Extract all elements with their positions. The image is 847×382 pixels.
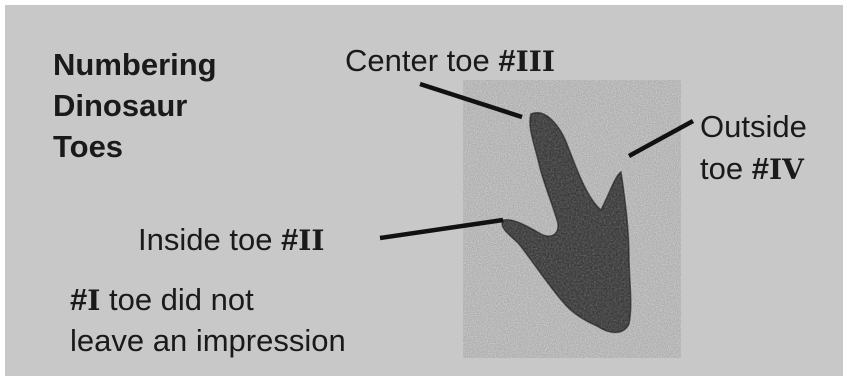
outside-toe-label: Outside toe #IV [700,106,807,191]
center-toe-label: Center toe #III [345,41,555,82]
first-toe-note: #I toe did not leave an impression [70,280,346,361]
dinosaur-footprint-photo [463,80,681,358]
inside-toe-label: Inside toe #II [138,220,325,261]
toe-numeral-iv: IV [769,153,804,186]
toe-numeral-ii: II [298,224,324,257]
diagram-title: Numbering Dinosaur Toes [53,44,283,167]
toe-numeral-i: I [87,284,100,317]
toe-numeral-iii: III [516,45,555,78]
